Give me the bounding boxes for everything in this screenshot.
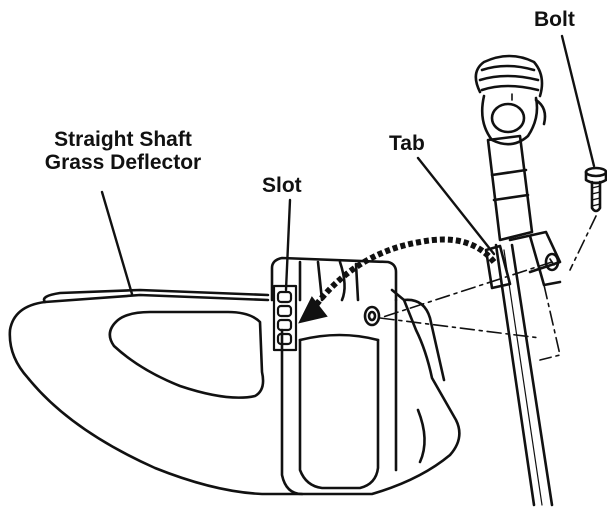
deflector-label: Straight Shaft Grass Deflector bbox=[18, 128, 228, 174]
motor-head bbox=[474, 54, 547, 146]
deflector-label-line1: Straight Shaft bbox=[54, 128, 192, 151]
bolt bbox=[584, 166, 607, 213]
deflector-label-line2: Grass Deflector bbox=[44, 151, 202, 174]
tab-label: Tab bbox=[389, 132, 425, 155]
leader-lines bbox=[100, 34, 596, 296]
insertion-arrow bbox=[298, 236, 497, 324]
alignment-lines bbox=[379, 215, 597, 361]
grass-deflector bbox=[8, 256, 461, 496]
bolt-label: Bolt bbox=[534, 8, 575, 31]
slot-label: Slot bbox=[262, 174, 302, 197]
slot-column bbox=[272, 284, 298, 352]
trimmer-shaft bbox=[484, 134, 562, 507]
